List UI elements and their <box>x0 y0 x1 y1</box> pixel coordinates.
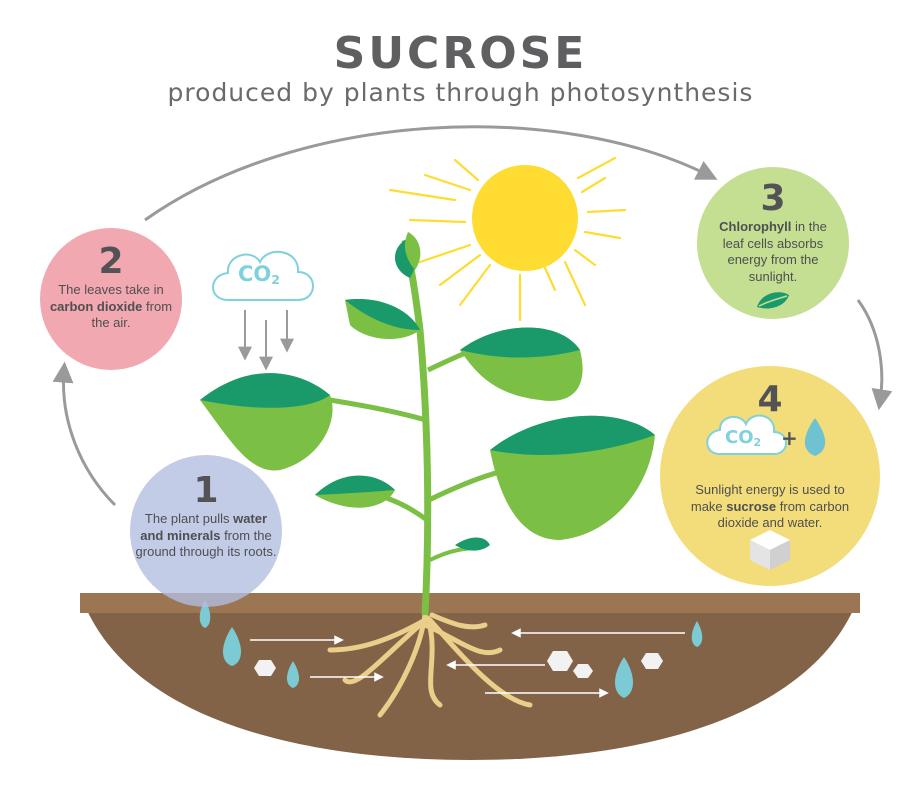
step-text: The leaves take in carbon dioxide from t… <box>49 282 173 330</box>
step-number: 2 <box>98 241 124 282</box>
soil-ground <box>80 593 860 760</box>
step-text: Sunlight energy is used to make sucrose … <box>690 482 850 530</box>
leaf-icon <box>757 292 789 309</box>
step-4-circle: 4 Sunlight energy is used to make sucros… <box>660 366 880 586</box>
step-2-circle: 2 The leaves take in carbon dioxide from… <box>40 228 182 370</box>
equation-co2-cloud-icon <box>706 414 787 455</box>
water-drop-icon <box>199 600 703 698</box>
page-subtitle: produced by plants through photosynthesi… <box>167 78 754 107</box>
equation-water-drop-icon <box>804 418 826 456</box>
equation-plus: + <box>781 426 798 450</box>
page-title: SUCROSE <box>333 28 588 79</box>
plant-roots <box>327 612 533 718</box>
sun-icon <box>388 156 627 322</box>
step-number: 1 <box>193 470 219 511</box>
step-1-circle: 1 The plant pulls water and minerals fro… <box>130 455 282 607</box>
plant-illustration <box>200 232 655 616</box>
step-text: Chlorophyll in the leaf cells absorbs en… <box>719 219 827 284</box>
cycle-arrow-2-to-3 <box>144 125 718 222</box>
step-text: The plant pulls water and minerals from … <box>135 511 277 559</box>
equation-co2-label: CO2 <box>725 427 762 449</box>
mineral-icon <box>254 651 663 678</box>
sugar-cube-icon <box>750 530 790 570</box>
step-number: 4 <box>757 379 783 420</box>
soil-flow-arrows <box>250 628 685 698</box>
cycle-arrow-1-to-2 <box>52 361 117 507</box>
step-3-circle: 3 Chlorophyll in the leaf cells absorbs … <box>697 167 849 319</box>
co2-cloud-icon <box>212 250 314 371</box>
step-number: 3 <box>760 178 786 219</box>
co2-cloud-label: CO2 <box>238 262 281 287</box>
cycle-arrow-3-to-4 <box>856 299 893 411</box>
